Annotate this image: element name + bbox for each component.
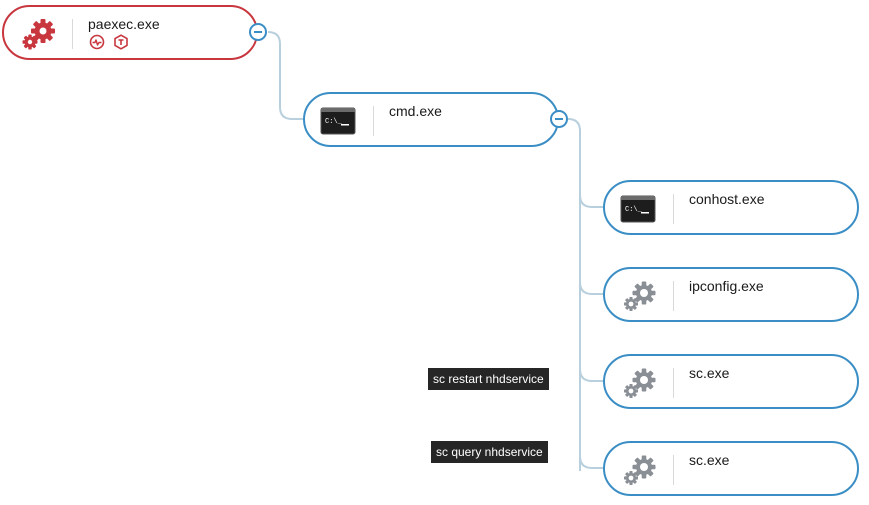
svg-text:C:\_: C:\_ (625, 206, 643, 214)
command-line-tooltip: sc restart nhdservice (428, 368, 549, 390)
node-divider (373, 106, 374, 136)
node-divider (673, 194, 674, 224)
connector-child-1 (579, 194, 603, 208)
collapse-toggle-paexec[interactable] (249, 23, 267, 41)
collapse-toggle-cmd[interactable] (550, 110, 568, 128)
process-name: ipconfig.exe (689, 278, 764, 294)
threat-indicator-icon[interactable] (113, 34, 129, 50)
node-divider (72, 19, 73, 49)
process-name: conhost.exe (689, 191, 765, 207)
process-node-cmd[interactable]: C:\_ cmd.exe (303, 92, 559, 147)
node-divider (673, 368, 674, 398)
network-activity-icon[interactable] (89, 34, 105, 50)
process-name: sc.exe (689, 365, 730, 381)
process-node-sc-query[interactable]: sc.exe (603, 441, 859, 496)
connector-cmd-trunk (567, 118, 581, 471)
gears-icon (18, 17, 58, 51)
connector-child-4 (579, 455, 603, 469)
process-node-conhost[interactable]: C:\_ conhost.exe (603, 180, 859, 235)
connector-child-3 (579, 368, 603, 382)
node-divider (673, 281, 674, 311)
svg-text:C:\_: C:\_ (325, 118, 343, 126)
process-name: cmd.exe (389, 103, 442, 119)
terminal-icon: C:\_ (619, 192, 659, 226)
gears-icon (619, 366, 659, 400)
gears-icon (619, 279, 659, 313)
badge-row (89, 34, 129, 50)
process-name: sc.exe (689, 452, 730, 468)
node-divider (673, 455, 674, 485)
command-line-tooltip: sc query nhdservice (431, 441, 548, 463)
connector-child-2 (579, 281, 603, 295)
process-node-ipconfig[interactable]: ipconfig.exe (603, 267, 859, 322)
gears-icon (619, 453, 659, 487)
process-name: paexec.exe (88, 16, 160, 32)
terminal-icon: C:\_ (319, 104, 359, 138)
connector-root-cmd (267, 31, 303, 120)
process-node-sc-restart[interactable]: sc.exe (603, 354, 859, 409)
process-node-paexec[interactable]: paexec.exe (2, 5, 258, 60)
